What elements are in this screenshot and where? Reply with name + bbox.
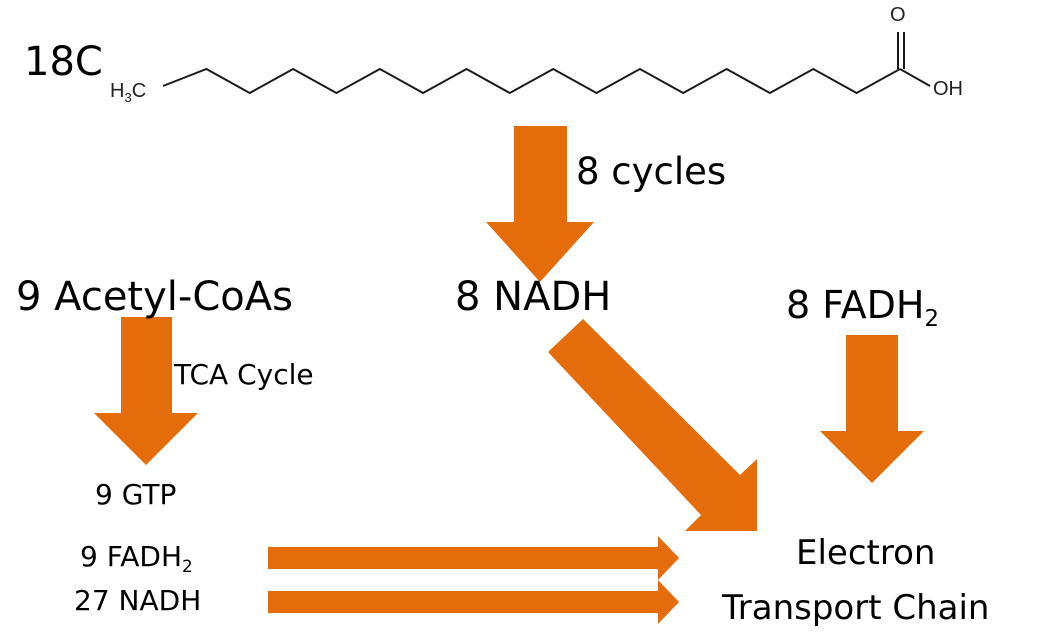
- beta-oxidation-arrow: [486, 126, 594, 282]
- carbon-count-label: 18C: [24, 39, 103, 85]
- gtp-label: 9 GTP: [95, 478, 177, 511]
- hydroxyl-label: OH: [933, 78, 963, 100]
- fadh2-down-arrow: [820, 335, 924, 483]
- fadh2-subscript: 2: [924, 305, 939, 332]
- methyl-subscript: 3: [124, 90, 132, 105]
- acetyl-coa-label: 9 Acetyl-CoAs: [16, 274, 293, 320]
- methyl-group-label: H3C: [110, 80, 146, 105]
- tca-nadh-label: 27 NADH: [74, 584, 202, 617]
- tca-fadh2-text: 9 FADH: [80, 540, 183, 573]
- tca-cycle-label: TCA Cycle: [174, 358, 314, 391]
- fadh2-text: 8 FADH: [786, 283, 925, 327]
- fatty-acid-chain-bonds: [162, 67, 901, 95]
- hydroxyl-bond: [899, 68, 931, 87]
- tca-nadh-to-etc-arrow: [268, 580, 679, 624]
- tca-cycle-arrow: [94, 317, 198, 465]
- fadh2-label: 8 FADH2: [786, 283, 939, 332]
- methyl-c: C: [131, 80, 147, 102]
- etc-label-line1: Electron: [796, 533, 936, 573]
- nadh-to-etc-arrow: [548, 319, 757, 531]
- tca-fadh2-subscript: 2: [182, 555, 193, 576]
- cycles-label: 8 cycles: [576, 150, 727, 193]
- tca-fadh2-label: 9 FADH2: [80, 540, 193, 576]
- methyl-h: H: [110, 80, 125, 102]
- tca-fadh2-to-etc-arrow: [268, 536, 679, 580]
- etc-label-line2: Transport Chain: [722, 588, 990, 628]
- carbonyl-oxygen-label: O: [890, 4, 906, 26]
- nadh-label: 8 NADH: [455, 274, 612, 320]
